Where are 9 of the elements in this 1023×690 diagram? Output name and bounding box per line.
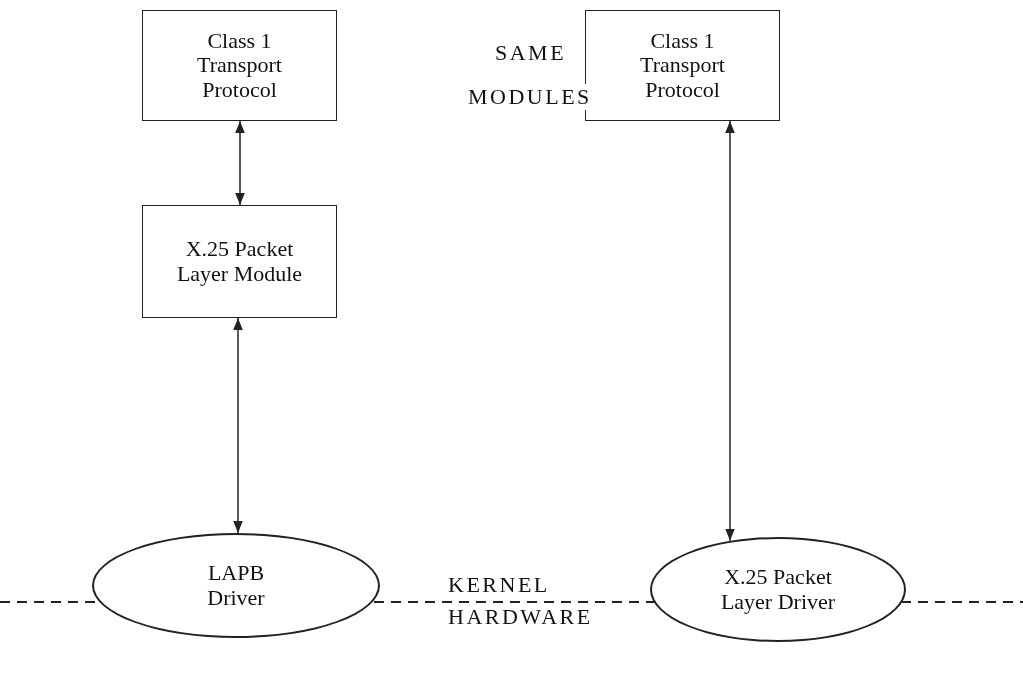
module-box bbox=[142, 205, 337, 318]
double-arrow bbox=[233, 317, 243, 534]
node-label: X.25 Packet Layer Module bbox=[175, 237, 304, 286]
double-arrow bbox=[235, 120, 245, 206]
node-label: Class 1 Transport Protocol bbox=[196, 29, 283, 102]
node-label: X.25 Packet Layer Driver bbox=[719, 565, 837, 614]
node-label: Class 1 Transport Protocol bbox=[639, 29, 726, 102]
node-label: LAPB Driver bbox=[206, 561, 266, 610]
module-box bbox=[142, 10, 337, 121]
